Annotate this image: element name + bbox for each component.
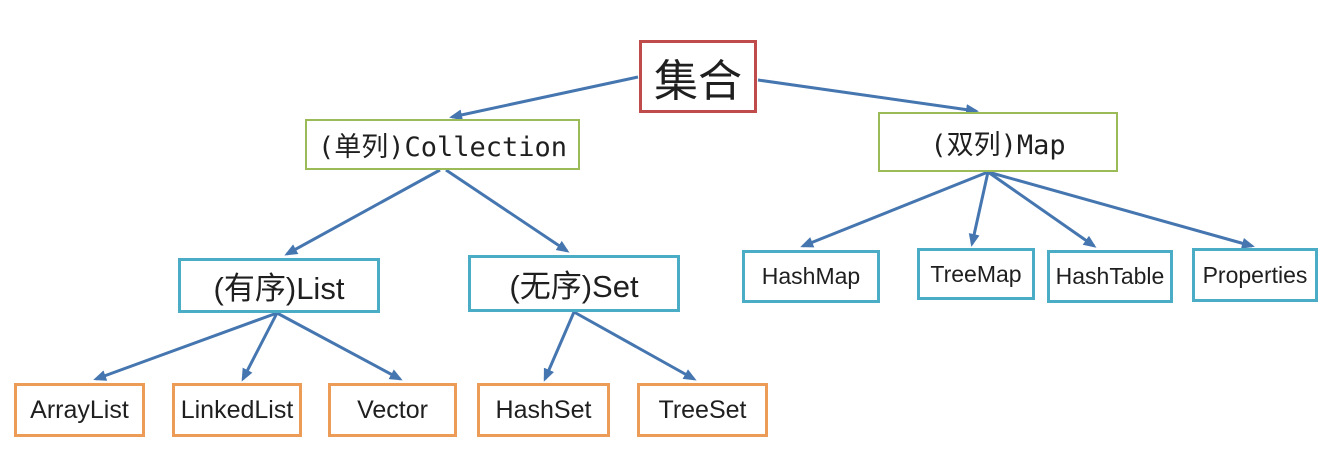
- node-hashset: HashSet: [477, 383, 610, 437]
- node-root-label: 集合: [654, 55, 742, 107]
- edge-collection-set: [445, 168, 570, 253]
- edge-list-linkedlist: [241, 312, 279, 382]
- node-set-label: (无序)Set: [509, 269, 639, 304]
- node-map-label: (双列)Map: [930, 129, 1066, 161]
- edge-root-map: [757, 78, 979, 116]
- edge-map-properties: [987, 170, 1255, 249]
- edge-collection-list: [284, 168, 441, 256]
- node-collection: (单列)Collection: [305, 119, 580, 170]
- edge-root-collection: [449, 75, 639, 121]
- node-properties: Properties: [1192, 248, 1318, 302]
- edge-map-hashmap: [800, 170, 989, 248]
- node-hashmap: HashMap: [742, 250, 880, 303]
- node-vector-label: Vector: [357, 395, 428, 424]
- node-linkedlist-label: LinkedList: [180, 395, 294, 424]
- node-arraylist-label: ArrayList: [30, 395, 129, 424]
- node-map: (双列)Map: [878, 112, 1118, 172]
- node-linkedlist: LinkedList: [172, 383, 302, 437]
- node-treemap-label: TreeMap: [930, 260, 1022, 287]
- node-hashtable: HashTable: [1047, 250, 1173, 303]
- node-hashset-label: HashSet: [495, 395, 592, 424]
- node-properties-label: Properties: [1202, 261, 1308, 288]
- node-set: (无序)Set: [468, 255, 680, 312]
- edge-set-treeset: [573, 310, 697, 381]
- node-list-label: (有序)List: [213, 271, 345, 306]
- node-treeset: TreeSet: [637, 383, 768, 437]
- node-hashtable-label: HashTable: [1055, 263, 1165, 289]
- node-treeset-label: TreeSet: [658, 395, 747, 424]
- node-list: (有序)List: [178, 258, 380, 313]
- node-treemap: TreeMap: [917, 248, 1035, 300]
- node-hashmap-label: HashMap: [761, 263, 861, 289]
- edge-set-hashset: [543, 311, 576, 382]
- node-collection-label: (单列)Collection: [317, 132, 568, 163]
- edge-list-vector: [276, 311, 403, 381]
- node-arraylist: ArrayList: [14, 383, 145, 437]
- node-root: 集合: [639, 40, 757, 113]
- edge-map-treemap: [968, 171, 990, 247]
- edge-map-hashtable: [987, 170, 1097, 248]
- node-vector: Vector: [328, 383, 457, 437]
- edge-list-arraylist: [93, 311, 278, 381]
